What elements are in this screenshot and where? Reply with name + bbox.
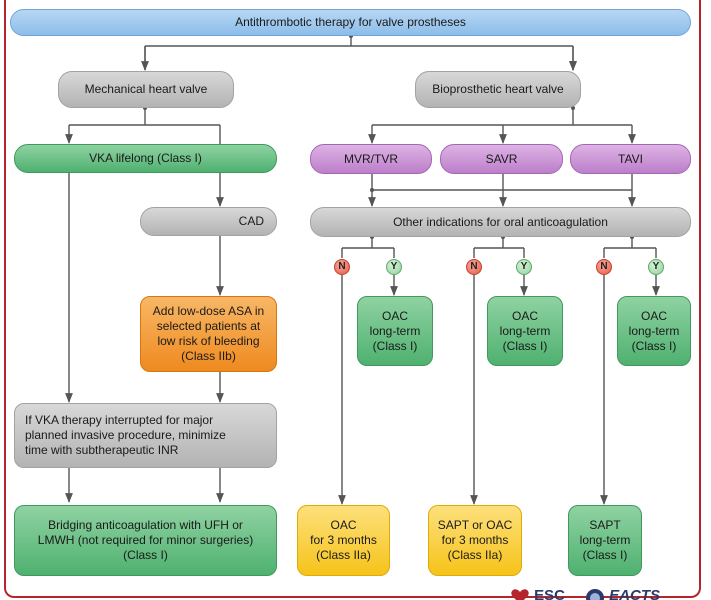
- tavi-sapt-longterm-box: SAPT long-term (Class I): [568, 505, 642, 576]
- diagram-frame: [4, 0, 701, 598]
- savr-sapt-or-oac-box: SAPT or OAC for 3 months (Class IIa): [428, 505, 522, 576]
- mvr-tvr-box: MVR/TVR: [310, 144, 432, 174]
- bridging-anticoagulation-box: Bridging anticoagulation with UFH or LMW…: [14, 505, 277, 576]
- eacts-logo-text: EACTS: [609, 588, 661, 600]
- esc-logo: ESC: [510, 588, 580, 600]
- mvr-no-circle: N: [334, 259, 350, 275]
- savr-oac-longterm-box: OAC long-term (Class I): [487, 296, 563, 366]
- savr-box: SAVR: [440, 144, 563, 174]
- savr-no-circle: N: [466, 259, 482, 275]
- tavi-yes-circle: Y: [648, 259, 664, 275]
- mvr-oac-3-months-box: OAC for 3 months (Class IIa): [297, 505, 390, 576]
- eacts-logo: EACTS: [585, 588, 695, 600]
- title-box: Antithrombotic therapy for valve prosthe…: [10, 9, 691, 36]
- tavi-box: TAVI: [570, 144, 691, 174]
- low-dose-asa-box: Add low-dose ASA in selected patients at…: [140, 296, 277, 372]
- tavi-no-circle: N: [596, 259, 612, 275]
- tavi-oac-longterm-box: OAC long-term (Class I): [617, 296, 691, 366]
- esc-logo-text: ESC: [534, 588, 566, 600]
- cad-box: CAD: [140, 207, 277, 236]
- vka-interruption-box: If VKA therapy interrupted for major pla…: [14, 403, 277, 468]
- savr-yes-circle: Y: [516, 259, 532, 275]
- mechanical-valve-box: Mechanical heart valve: [58, 71, 234, 108]
- other-indications-box: Other indications for oral anticoagulati…: [310, 207, 691, 237]
- vka-lifelong-box: VKA lifelong (Class I): [14, 144, 277, 173]
- heart-logo-icon: [511, 589, 529, 600]
- mvr-yes-circle: Y: [386, 259, 402, 275]
- bioprosthetic-valve-box: Bioprosthetic heart valve: [415, 71, 581, 108]
- eacts-seal-icon: [586, 589, 604, 600]
- mvr-oac-longterm-box: OAC long-term (Class I): [357, 296, 433, 366]
